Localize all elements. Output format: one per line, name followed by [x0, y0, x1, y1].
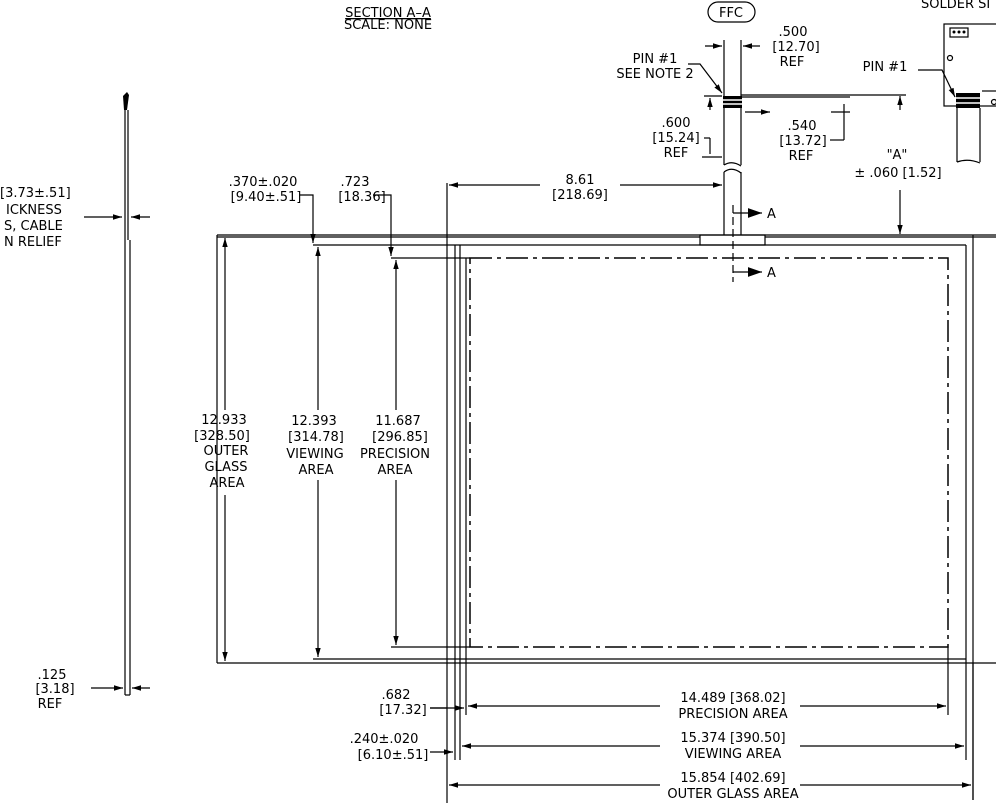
outer-glass-width: 15.854 [402.69] OUTER GLASS AREA — [449, 771, 971, 802]
svg-text:S, CABLE: S, CABLE — [4, 219, 63, 234]
svg-text:12.933: 12.933 — [201, 413, 247, 428]
viewing-height: 12.393 [314.78] VIEWING AREA — [286, 247, 344, 657]
svg-text:[9.40±.51]: [9.40±.51] — [231, 190, 302, 205]
side-view — [84, 92, 150, 696]
section-marker-bottom: A — [767, 266, 776, 281]
svg-text:[328.50]: [328.50] — [194, 429, 250, 444]
svg-text:11.687: 11.687 — [375, 414, 421, 429]
section-marker-top: A — [767, 207, 776, 222]
svg-text:15.374 [390.50]: 15.374 [390.50] — [680, 731, 785, 746]
svg-text:AREA: AREA — [209, 476, 244, 491]
section-header: SECTION A–A SCALE: NONE — [344, 6, 432, 33]
svg-text:.125: .125 — [38, 668, 67, 683]
svg-text:[18.36]: [18.36] — [338, 190, 385, 205]
svg-text:[13.72]: [13.72] — [779, 134, 826, 149]
svg-text:REF: REF — [664, 146, 689, 161]
svg-text:± .060 [1.52]: ± .060 [1.52] — [854, 166, 941, 181]
svg-text:[3.73±.51]: [3.73±.51] — [0, 186, 71, 201]
svg-text:N RELIEF: N RELIEF — [4, 235, 62, 250]
svg-text:.682: .682 — [382, 688, 411, 703]
svg-text:PIN #1: PIN #1 — [863, 60, 908, 75]
svg-text:VIEWING AREA: VIEWING AREA — [685, 747, 782, 762]
svg-text:[6.10±.51]: [6.10±.51] — [358, 748, 429, 763]
svg-text:FFC: FFC — [719, 6, 743, 21]
svg-text:VIEWING: VIEWING — [286, 447, 343, 462]
svg-text:.370±.020: .370±.020 — [229, 175, 298, 190]
svg-text:[314.78]: [314.78] — [288, 430, 344, 445]
svg-text:[12.70]: [12.70] — [772, 40, 819, 55]
svg-text:15.854 [402.69]: 15.854 [402.69] — [680, 771, 785, 786]
precision-width: 14.489 [368.02] PRECISION AREA — [468, 691, 946, 722]
svg-text:REF: REF — [38, 697, 63, 712]
svg-text:SCALE: NONE: SCALE: NONE — [344, 18, 432, 33]
dim-370: .370±.020 [9.40±.51] — [229, 175, 316, 243]
svg-text:.600: .600 — [662, 116, 691, 131]
dim-125: .125 [3.18] REF — [35, 668, 74, 712]
svg-text:REF: REF — [789, 149, 814, 164]
solder-side-detail: SOLDER SI PIN #1 — [863, 0, 996, 164]
dim-861: 8.61 [218.69] — [449, 173, 722, 203]
dim-540: .540 [13.72] REF — [745, 104, 850, 164]
precision-height: 11.687 [296.85] PRECISION AREA — [360, 260, 430, 645]
svg-text:PRECISION AREA: PRECISION AREA — [678, 707, 787, 722]
dim-A: "A" ± .060 [1.52] — [741, 94, 942, 234]
svg-text:SEE NOTE 2: SEE NOTE 2 — [616, 67, 693, 82]
svg-text:8.61: 8.61 — [566, 173, 595, 188]
svg-text:[3.18]: [3.18] — [35, 682, 74, 697]
ffc-cable — [699, 40, 766, 282]
svg-text:GLASS: GLASS — [204, 460, 247, 475]
dim-723: .723 [18.36] — [338, 175, 394, 256]
dim-682: .682 [17.32] — [379, 688, 464, 718]
svg-text:[218.69]: [218.69] — [552, 188, 608, 203]
svg-text:AREA: AREA — [298, 463, 333, 478]
svg-text:REF: REF — [780, 55, 805, 70]
dim-600: .600 [15.24] REF — [652, 95, 722, 161]
panel-outlines — [216, 183, 996, 803]
svg-text:[17.32]: [17.32] — [379, 703, 426, 718]
svg-text:12.393: 12.393 — [291, 414, 337, 429]
svg-text:SOLDER SI: SOLDER SI — [921, 0, 990, 12]
svg-text:PRECISION: PRECISION — [360, 447, 430, 462]
svg-text:OUTER GLASS AREA: OUTER GLASS AREA — [667, 787, 798, 802]
svg-text:.723: .723 — [341, 175, 370, 190]
pin1-note: PIN #1 SEE NOTE 2 — [616, 52, 723, 94]
svg-text:14.489 [368.02]: 14.489 [368.02] — [680, 691, 785, 706]
svg-text:SECTION A–A: SECTION A–A — [345, 6, 431, 21]
dim-240: .240±.020 [6.10±.51] — [350, 732, 453, 763]
svg-text:OUTER: OUTER — [204, 444, 249, 459]
svg-text:.500: .500 — [779, 25, 808, 40]
svg-text:.540: .540 — [788, 119, 817, 134]
ffc-badge: FFC — [707, 1, 756, 23]
svg-text:[15.24]: [15.24] — [652, 131, 699, 146]
svg-text:"A": "A" — [887, 148, 908, 163]
svg-text:ICKNESS: ICKNESS — [6, 203, 62, 218]
svg-text:.240±.020: .240±.020 — [350, 732, 419, 747]
svg-text:[296.85]: [296.85] — [372, 430, 428, 445]
svg-text:AREA: AREA — [377, 463, 412, 478]
thickness-label: [3.73±.51] ICKNESS S, CABLE N RELIEF — [0, 186, 71, 250]
outer-glass-height: 12.933 [328.50] OUTER GLASS AREA — [194, 238, 250, 661]
dim-500: .500 [12.70] REF — [705, 25, 820, 70]
svg-text:PIN #1: PIN #1 — [633, 52, 678, 67]
viewing-width: 15.374 [390.50] VIEWING AREA — [462, 731, 964, 762]
